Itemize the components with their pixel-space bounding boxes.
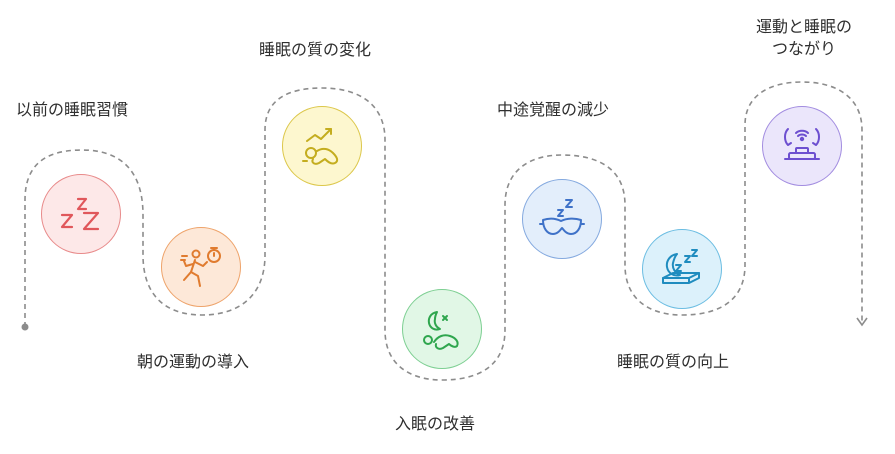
step-node-6	[642, 229, 722, 309]
zzz-sleep-icon	[60, 197, 100, 231]
moon-mattress-icon	[662, 249, 700, 284]
connector-path	[24, 81, 863, 381]
step-node-4	[402, 289, 482, 369]
sleep-mask-icon	[539, 199, 585, 235]
step-label-6: 睡眠の質の向上	[617, 352, 730, 371]
end-arrow-icon	[856, 317, 868, 327]
step-label-3: 睡眠の質の変化	[259, 40, 372, 59]
step-label-7-line-1: 運動と睡眠の	[755, 17, 853, 36]
step-node-2	[161, 227, 241, 307]
step-label-5: 中途覚醒の減少	[497, 100, 610, 119]
running-stopwatch-icon	[180, 247, 221, 287]
step-label-4: 入眠の改善	[395, 414, 476, 433]
sleeping-person-trend-icon	[302, 128, 339, 165]
start-dot	[21, 323, 29, 331]
person-bed-wifi-icon	[784, 128, 820, 160]
step-label-7: 運動と睡眠の つながり	[756, 16, 852, 60]
step-label-7-line-2: つながり	[771, 39, 837, 58]
step-label-2: 朝の運動の導入	[137, 352, 250, 371]
step-node-5	[522, 179, 602, 259]
step-label-1: 以前の睡眠習慣	[16, 100, 129, 119]
step-node-1	[41, 174, 121, 254]
moon-sleeping-person-icon	[423, 311, 459, 350]
step-node-3	[282, 106, 362, 186]
step-node-7	[762, 106, 842, 186]
